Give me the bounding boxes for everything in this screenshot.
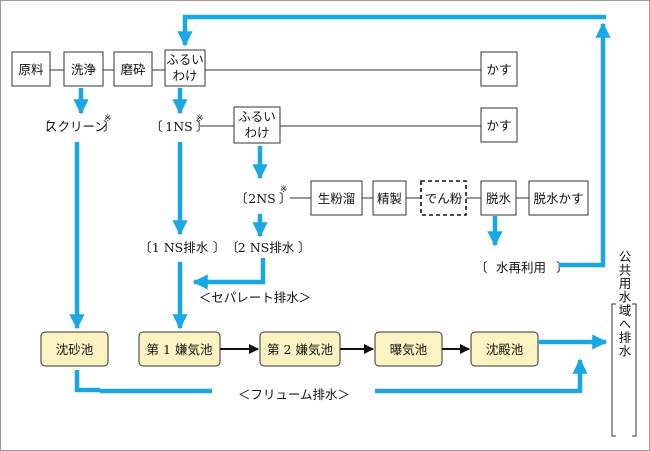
ns2-drain-bracket-left: 〔 <box>226 240 239 255</box>
discharge-bracket <box>611 303 637 437</box>
dehydration-residue-label: 脱水かす <box>533 191 583 206</box>
dehydration-box <box>480 180 517 216</box>
anaerobic-pond1-label: 第 1 嫌気池 <box>147 342 213 357</box>
aeration-pond-label: 曝気池 <box>390 342 428 357</box>
ns1-asterisk: ※ <box>196 114 204 124</box>
residue2-label: かす <box>486 118 511 133</box>
process-lines <box>50 69 529 199</box>
ns2-drain-bracket-right: 〕 <box>298 240 311 255</box>
dehydration-label: 脱水 <box>486 191 512 206</box>
starch-label: でん粉 <box>425 191 463 206</box>
residue1-label: かす <box>486 62 511 77</box>
screen-label: スクリーン <box>45 119 107 134</box>
refining-box <box>372 180 407 216</box>
sieve1-box <box>164 49 206 87</box>
sieve2-box <box>233 106 281 144</box>
ns2-bracket-left: 〔 <box>235 191 248 206</box>
ns1-drain-bracket-right: 〕 <box>213 240 226 255</box>
washing-label: 洗浄 <box>71 62 97 77</box>
ns2-asterisk: ※ <box>280 185 288 195</box>
raw-material-label: 原料 <box>18 62 44 77</box>
ns1-bracket-left: 〔 <box>150 119 163 134</box>
residue2-box <box>480 107 518 143</box>
water-reuse-bracket-left: 〔 <box>475 260 488 275</box>
water-reuse-bracket-right: 〕 <box>556 260 569 275</box>
residue1-box <box>480 51 518 87</box>
washing-box <box>63 51 104 87</box>
flume-drain-label: ＜フリューム排水＞ <box>238 387 350 402</box>
sieve2-label-line1: ふるい <box>238 109 276 124</box>
screen-bracket-right: 〕 <box>103 119 116 134</box>
dehydration-residue-box <box>528 180 589 216</box>
separate-drain-label: ＜セパレート排水＞ <box>199 290 312 305</box>
sand-settling-pond-box <box>40 331 109 367</box>
raw-material-box <box>11 51 51 87</box>
settling-pond-label: 沈殿池 <box>486 342 524 357</box>
ns1-bracket-right: 〕 <box>196 119 209 134</box>
ns1-drain-label: 1 NS排水 <box>152 240 209 255</box>
water-reuse-label: 水再利用 <box>496 260 546 275</box>
raw-starch-tank-label: 生粉溜 <box>318 191 356 206</box>
sieve1-label-line1: ふるい <box>166 52 204 67</box>
settling-pond-box <box>470 331 539 367</box>
ns2-bracket-right: 〕 <box>279 191 292 206</box>
ns2-drain-label: 2 NS排水 <box>238 240 295 255</box>
ns1-label: 1NS <box>165 119 192 134</box>
ns2-label: 2NS <box>248 191 275 206</box>
raw-starch-tank-box <box>310 180 363 216</box>
grinding-box <box>113 51 153 87</box>
sieve1-label-line2: わけ <box>172 68 197 83</box>
discharge-label: 公共用水域へ排水 <box>617 250 632 358</box>
screen-asterisk: ※ <box>104 114 112 124</box>
water-flow-arrows <box>69 14 611 394</box>
sieve2-label-line2: わけ <box>244 125 269 140</box>
sand-settling-pond-label: 沈砂池 <box>56 342 94 357</box>
screen-bracket-left: 〔 <box>38 119 51 134</box>
starch-box <box>420 180 467 216</box>
grinding-label: 磨砕 <box>120 62 146 77</box>
anaerobic-pond2-label: 第 2 嫌気池 <box>267 342 333 357</box>
refining-label: 精製 <box>377 191 402 206</box>
ns1-drain-bracket-left: 〔 <box>139 240 152 255</box>
